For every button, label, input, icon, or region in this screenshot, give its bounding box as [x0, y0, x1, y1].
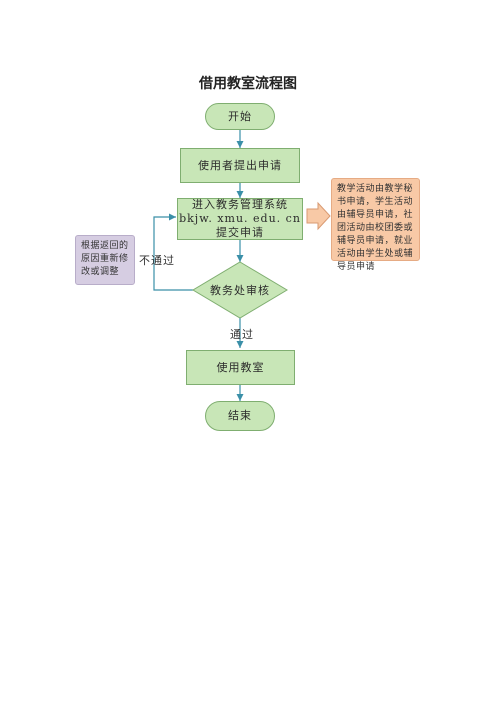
system-node-line2: bkjw. xmu. edu. cn [179, 212, 301, 226]
review-diamond [192, 261, 288, 319]
arrow-fail-loop [153, 213, 193, 291]
pass-label: 通过 [230, 328, 254, 341]
applicants-note: 教学活动由教学秘书申请，学生活动由辅导员申请，社团活动由校团委或辅导员申请，就业… [331, 178, 420, 272]
system-node-line3: 提交申请 [216, 225, 264, 239]
apply-node: 使用者提出申请 [180, 148, 300, 183]
revise-note: 根据返回的原因重新修改或调整 [75, 235, 135, 285]
fail-label: 不通过 [139, 254, 175, 267]
diagram-title: 借用教室流程图 [199, 76, 297, 92]
start-node: 开始 [205, 103, 275, 130]
end-node: 结束 [205, 401, 275, 431]
use-node: 使用教室 [186, 350, 295, 385]
block-arrow-to-note [306, 201, 331, 231]
review-node-label: 教务处审核 [210, 284, 270, 297]
system-node: 进入教务管理系统 bkjw. xmu. edu. cn 提交申请 [177, 198, 303, 240]
system-node-line1: 进入教务管理系统 [192, 198, 288, 212]
